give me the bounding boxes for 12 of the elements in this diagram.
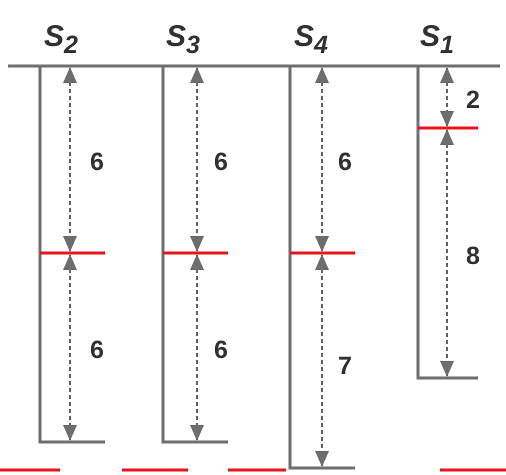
stream-label: S$_{1}$ bbox=[420, 22, 454, 58]
dimension-value: 6 bbox=[214, 338, 228, 363]
dimension-value: 2 bbox=[466, 88, 480, 113]
stream-label: S$_{3}$ bbox=[166, 22, 200, 58]
dimension-value: 6 bbox=[90, 338, 104, 363]
stream-label: S$_{4}$ bbox=[294, 22, 328, 58]
dimension-value: 7 bbox=[338, 354, 352, 379]
dimension-value: 8 bbox=[466, 244, 480, 269]
stream-label: S$_{2}$ bbox=[44, 22, 78, 58]
dimension-value: 6 bbox=[90, 150, 104, 175]
dimension-value: 6 bbox=[214, 150, 228, 175]
dimension-value: 6 bbox=[338, 150, 352, 175]
